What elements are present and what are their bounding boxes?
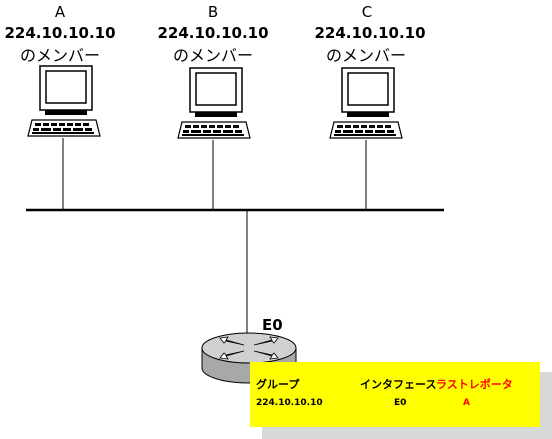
host-b-member: のメンバー [173,46,253,65]
host-c-computer-icon [329,67,403,139]
table-cell-last-reporter: A [463,398,470,408]
host-a-member: のメンバー [20,46,100,65]
table-cell-interface: E0 [394,398,406,408]
table-header-interface: インタフェース [360,378,436,391]
host-b-letter: B [208,3,218,21]
host-c: C 224.10.10.10 のメンバー [314,3,426,139]
host-b-computer-icon [177,67,251,139]
host-c-letter: C [362,3,372,21]
table-header-group: グループ [256,377,300,391]
table-cell-group: 224.10.10.10 [256,398,323,408]
table-header-last-reporter: ラストレポータ [436,377,513,391]
host-a-letter: A [55,3,66,21]
host-a: A 224.10.10.10 のメンバー [4,3,116,137]
host-b: B 224.10.10.10 のメンバー [157,3,269,139]
host-a-computer-icon [27,65,101,137]
host-c-member: のメンバー [326,46,406,65]
host-b-ip: 224.10.10.10 [157,24,268,42]
router-interface-label: E0 [262,316,283,334]
host-c-ip: 224.10.10.10 [314,24,425,42]
host-a-ip: 224.10.10.10 [4,24,115,42]
igmp-table [250,362,540,427]
